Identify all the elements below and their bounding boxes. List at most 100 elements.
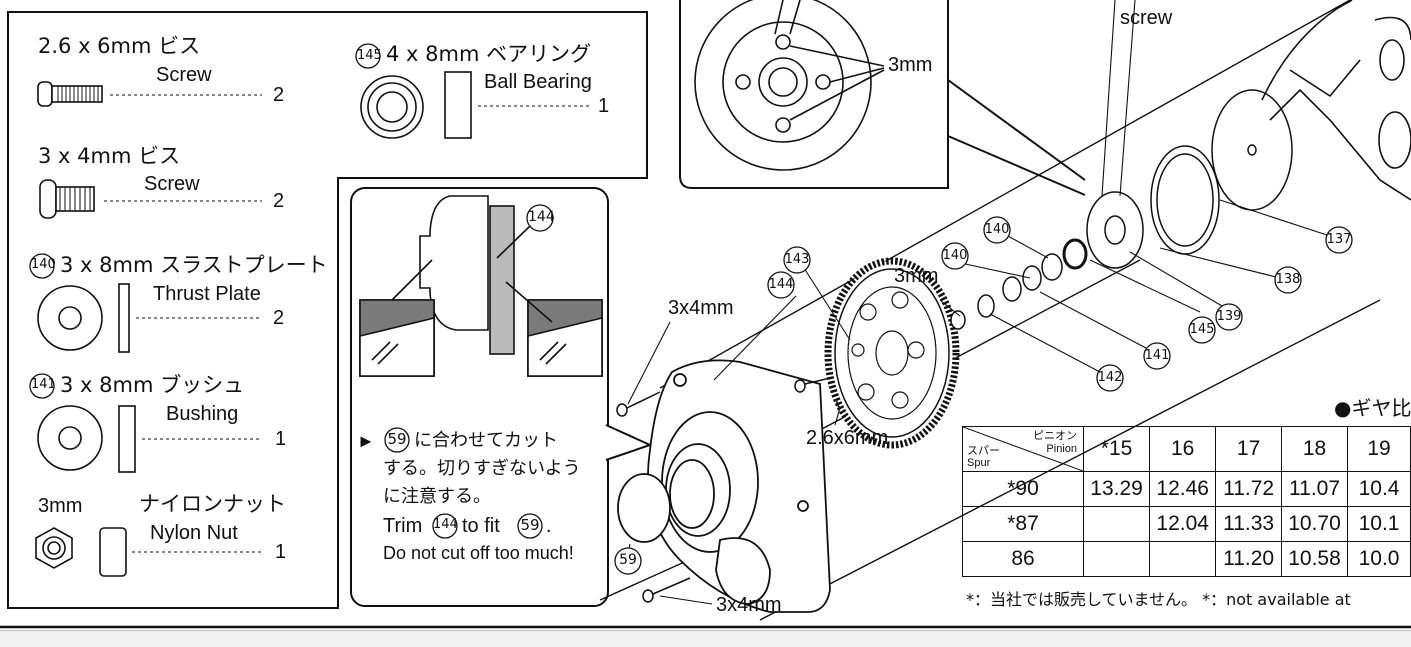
table-cell: 13.29 bbox=[1082, 471, 1151, 507]
detail-3mm-label: 3mm bbox=[888, 54, 933, 76]
table-cell bbox=[1082, 541, 1151, 577]
corner-pinion-jp: ピニオン bbox=[1033, 429, 1077, 442]
plate-144-icon bbox=[489, 205, 515, 355]
col-header: 16 bbox=[1149, 426, 1217, 472]
trim-en-mid: to fit bbox=[462, 515, 500, 537]
num-145-circle bbox=[355, 43, 381, 69]
table-cell: 11.72 bbox=[1215, 471, 1282, 507]
row-spur: *87 bbox=[962, 506, 1084, 542]
table-cell: 10.70 bbox=[1280, 506, 1349, 542]
thrust-plate-qty: 2 bbox=[273, 307, 285, 329]
ball-bearing-en: Ball Bearing bbox=[484, 71, 592, 93]
trim-59-circle bbox=[384, 427, 410, 453]
bushing-en: Bushing bbox=[166, 403, 239, 425]
table-cell: 12.04 bbox=[1149, 506, 1217, 542]
table-cell: 11.20 bbox=[1215, 541, 1282, 577]
viewer-bottom-bar bbox=[0, 630, 1411, 647]
nylon-nut-qty: 1 bbox=[275, 541, 287, 563]
callout-144: 144 bbox=[768, 277, 794, 292]
thrust-plate-num: 140 bbox=[31, 257, 56, 272]
nylon-nut-en: Nylon Nut bbox=[150, 522, 238, 544]
trim-part-num: 144 bbox=[528, 209, 555, 225]
ball-bearing-qty: 1 bbox=[598, 95, 610, 117]
screw-3x4-en: Screw bbox=[144, 173, 200, 195]
screw-3x4-qty: 2 bbox=[273, 190, 285, 212]
ball-bearing-num: 145 bbox=[357, 48, 382, 63]
callout-140-a: 140 bbox=[984, 222, 1010, 237]
col-header: 18 bbox=[1280, 426, 1349, 472]
label-3x4-top: 3x4mm bbox=[668, 297, 734, 319]
table-cell: 10.0 bbox=[1347, 541, 1411, 577]
table-row: 86 11.20 10.58 10.0 bbox=[962, 541, 1411, 577]
label-3mm: 3mm bbox=[894, 265, 939, 287]
trim-ref-num: 59 bbox=[387, 430, 407, 448]
screw-3x4-jp: 3 x 4mm ビス bbox=[38, 144, 181, 168]
callout-140-b: 140 bbox=[942, 248, 968, 263]
callout-138: 138 bbox=[1275, 272, 1301, 287]
thrust-plate-en: Thrust Plate bbox=[153, 283, 261, 305]
screw-3x4-icon bbox=[39, 179, 57, 219]
bushing-qty: 1 bbox=[275, 428, 287, 450]
gear-cover bbox=[647, 359, 831, 613]
trim-period: . bbox=[546, 515, 552, 537]
shaft-parts bbox=[950, 89, 1293, 330]
gear-ratio-table: ピニオン Pinion スパー Spur *15 16 17 18 19 *90… bbox=[962, 426, 1411, 577]
callout-59: 59 bbox=[619, 552, 637, 568]
trim-jp-line1: に合わせてカット bbox=[414, 430, 558, 451]
table-row: *90 13.29 12.46 11.72 11.07 10.4 bbox=[962, 471, 1411, 507]
trim-ref-144: 144 bbox=[433, 517, 458, 532]
spur-gear bbox=[824, 257, 960, 449]
arrow-marker: ► bbox=[357, 431, 375, 451]
col-header: 17 bbox=[1215, 426, 1282, 472]
parts-icons bbox=[35, 71, 472, 577]
table-row: *87 12.04 11.33 10.70 10.1 bbox=[962, 506, 1411, 542]
top-screw-label: screw bbox=[1120, 7, 1173, 29]
table-corner: ピニオン Pinion スパー Spur bbox=[962, 426, 1084, 472]
trim-en-pre: Trim bbox=[383, 515, 423, 537]
callout-circles bbox=[29, 43, 1353, 575]
callout-142: 142 bbox=[1097, 370, 1123, 385]
gear-cover-side-icon bbox=[419, 195, 489, 331]
table-cell: 10.4 bbox=[1347, 471, 1411, 507]
col-header: *15 bbox=[1082, 426, 1151, 472]
screw-26x6-en: Screw bbox=[156, 64, 212, 86]
nylon-nut-jp: ナイロンナット bbox=[139, 492, 286, 516]
row-spur: *90 bbox=[962, 471, 1084, 507]
bushing-jp: 3 x 8mm ブッシュ bbox=[60, 373, 245, 397]
trim-jp-line2: する。切りすぎないよう bbox=[383, 458, 581, 479]
label-26x6: 2.6x6mm bbox=[806, 427, 889, 449]
corner-spur-jp: スパー bbox=[967, 444, 1000, 457]
screw-26x6-icon bbox=[37, 81, 53, 107]
parts-box-frame bbox=[7, 11, 648, 609]
trim-box-pointer bbox=[605, 424, 653, 461]
screw-26x6-qty: 2 bbox=[273, 84, 285, 106]
table-cell: 12.46 bbox=[1149, 471, 1217, 507]
ball-bearing-jp: 4 x 8mm ベアリング bbox=[386, 42, 592, 66]
row-spur: 86 bbox=[962, 541, 1084, 577]
zoom-line-bottom bbox=[947, 135, 1086, 196]
table-cell: 10.1 bbox=[1347, 506, 1411, 542]
trim-144b-circle bbox=[432, 513, 458, 539]
callout-139: 139 bbox=[1216, 309, 1242, 324]
trim-jp-line3: に注意する。 bbox=[383, 486, 491, 507]
callout-143: 143 bbox=[784, 252, 810, 267]
callout-145: 145 bbox=[1189, 322, 1215, 337]
screw-26x6-jp: 2.6 x 6mm ビス bbox=[38, 34, 201, 58]
gear-table-title: ●ギヤ比 bbox=[1334, 396, 1411, 420]
trim-144-circle bbox=[526, 204, 554, 232]
num-141-circle bbox=[29, 373, 55, 399]
table-cell: 11.33 bbox=[1215, 506, 1282, 542]
label-3x4-bottom: 3x4mm bbox=[716, 594, 782, 616]
num-140-circle bbox=[29, 253, 55, 279]
trim-ref-59: 59 bbox=[520, 516, 540, 534]
cap-59 bbox=[617, 473, 671, 543]
trim-en-line2: Do not cut off too much! bbox=[383, 543, 574, 563]
corner-pinion-en: Pinion bbox=[1046, 443, 1077, 455]
thrust-plate-jp: 3 x 8mm スラストプレート bbox=[60, 253, 328, 277]
corner-spur-en: Spur bbox=[967, 457, 991, 469]
callout-137: 137 bbox=[1326, 232, 1352, 247]
zoom-line-top bbox=[947, 79, 1086, 181]
trim-59b-circle bbox=[517, 513, 543, 539]
detail-flange-icon bbox=[694, 0, 885, 171]
